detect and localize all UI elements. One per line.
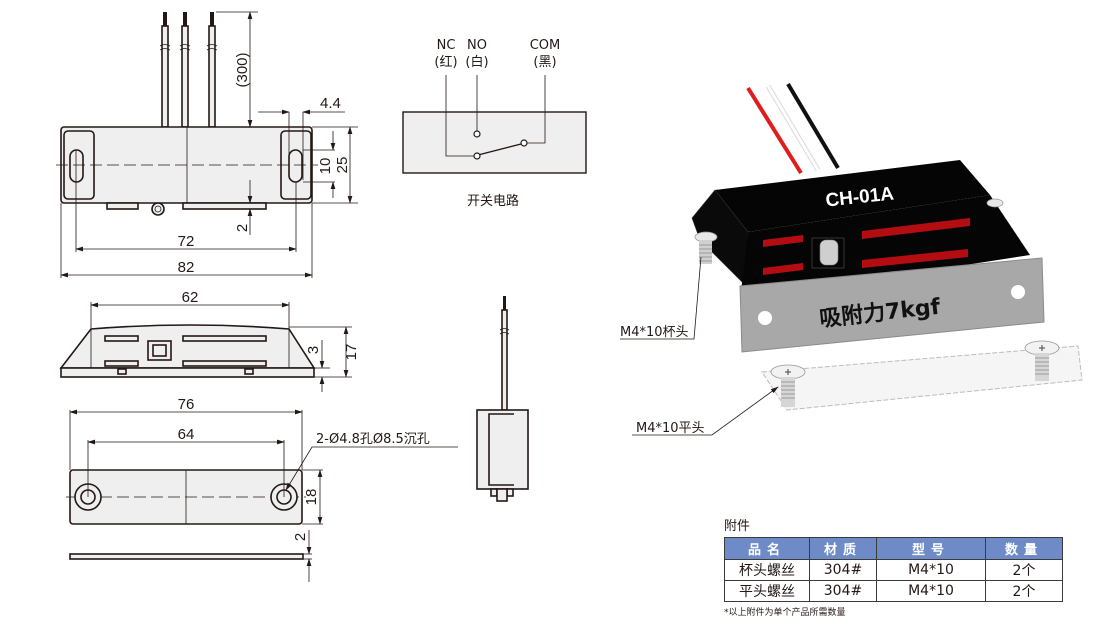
slot-hole-left (69, 149, 84, 183)
accessory-note: *以上附件为单个产品所需数量 (724, 608, 846, 618)
col-header-material: 材质 (809, 537, 877, 560)
wire-white (766, 85, 820, 171)
dim-plate-thickness: 2 (292, 533, 309, 541)
accessory-grid: 品名 材质 型号 数量 杯头螺丝 304# M4*10 2个 平头螺丝 304#… (724, 537, 1063, 602)
dim-base-thickness: 3 (305, 346, 322, 354)
cell-name: 平头螺丝 (724, 580, 810, 602)
switch-circuit: NC NO COM (红) (白) (黑) 开关电路 (402, 38, 587, 209)
plate-view: 76 64 2-Ø4.8孔Ø8.5沉孔 18 2 (66, 396, 458, 582)
plate-hole (758, 311, 772, 325)
dim-bottom-step: 2 (234, 224, 251, 232)
accessory-title: 附件 (724, 519, 751, 534)
end-view (476, 296, 529, 502)
wire-red (746, 86, 803, 175)
terminal-nc-label: NC (437, 38, 456, 53)
terminal-com-color: (黑) (533, 55, 556, 70)
circuit-caption: 开关电路 (467, 193, 519, 209)
magnet-strips (763, 218, 970, 275)
front-view: (300) 4.4 10 25 2 72 82 (56, 11, 358, 278)
mounting-plate-ghost (761, 345, 1083, 411)
plate-edge (69, 553, 304, 560)
slot-hole-right (288, 149, 303, 183)
wire-bundle (159, 12, 218, 128)
magnet-reed-icon (151, 202, 165, 216)
dim-hole-spacing: 72 (178, 233, 195, 250)
terminal-com-label: COM (530, 38, 561, 53)
callout-cup-screw: M4*10杯头 (620, 325, 689, 340)
wire-black (786, 82, 840, 170)
wire (208, 25, 216, 128)
table-header-row: 品名 材质 型号 数量 (724, 537, 1063, 560)
flat-head-screw (770, 340, 1060, 407)
table-row: 杯头螺丝 304# M4*10 2个 (724, 559, 1063, 581)
wire (161, 25, 169, 128)
terminal-no-color: (白) (465, 54, 488, 70)
accessory-table: 附件 品名 材质 型号 数量 杯头螺丝 304# M4*10 2个 平头螺丝 3… (724, 515, 1063, 618)
dim-slot-length: 10 (317, 158, 334, 175)
hole-spec-callout: 2-Ø4.8孔Ø8.5沉孔 (316, 432, 430, 447)
col-header-name: 品名 (724, 537, 810, 560)
side-view: 62 3 17 (59, 289, 360, 392)
dim-plate-length: 76 (178, 396, 195, 413)
plate-hole (1011, 285, 1025, 299)
circuit-box (402, 111, 587, 174)
dim-wire-length: (300) (234, 52, 251, 87)
cell-quantity: 2个 (985, 580, 1063, 602)
cell-model: M4*10 (876, 580, 986, 602)
col-header-model: 型号 (876, 537, 986, 560)
cell-material: 304# (809, 559, 877, 581)
steel-plate (739, 257, 1045, 353)
product-render: CH-01A 吸附力7kgf (620, 82, 1083, 436)
cup-head-screw (694, 198, 1004, 264)
callout-flat-screw: M4*10平头 (636, 421, 705, 436)
dim-side-height: 17 (343, 344, 360, 361)
cell-quantity: 2个 (985, 559, 1063, 581)
col-header-quantity: 数量 (985, 537, 1063, 560)
table-row: 平头螺丝 304# M4*10 2个 (724, 580, 1063, 602)
wire-tip (210, 12, 214, 28)
wire-tip (163, 12, 167, 28)
end-body (476, 409, 529, 490)
wire (181, 25, 189, 128)
wire-tip (183, 12, 187, 28)
switch-contact (477, 143, 522, 156)
cell-name: 杯头螺丝 (724, 559, 810, 581)
dim-plate-hole-spacing: 64 (178, 426, 195, 443)
terminal-no-label: NO (467, 38, 487, 53)
dim-height: 25 (334, 157, 351, 174)
dim-slot-offset: 4.4 (320, 95, 341, 112)
dim-plate-width: 18 (303, 489, 320, 506)
dim-top-length: 62 (182, 289, 199, 306)
cell-material: 304# (809, 580, 877, 602)
cell-model: M4*10 (876, 559, 986, 581)
terminal-nc-color: (红) (434, 54, 457, 70)
dim-overall-length: 82 (178, 259, 195, 276)
